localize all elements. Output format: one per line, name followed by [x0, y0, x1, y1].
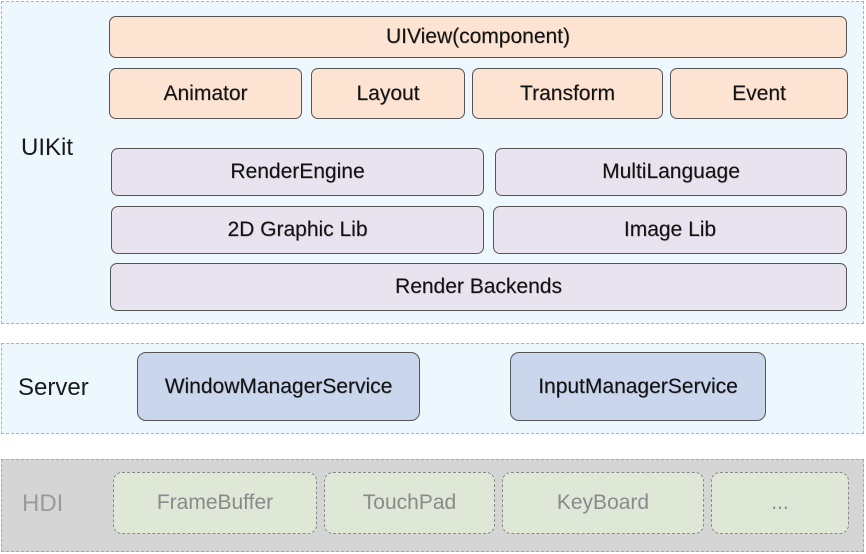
event-box: Event	[670, 68, 848, 119]
image-lib-box: Image Lib	[493, 206, 847, 254]
window-manager-service-box: WindowManagerService	[137, 352, 420, 421]
keyboard-box: KeyBoard	[502, 472, 704, 534]
server-label: Server	[18, 374, 89, 401]
more-box: ...	[711, 472, 849, 534]
hdi-label: HDI	[22, 490, 64, 517]
graphic-lib-box: 2D Graphic Lib	[111, 206, 484, 254]
render-backends-box: Render Backends	[110, 263, 847, 311]
uiview-component-box: UIView(component)	[109, 16, 847, 58]
transform-box: Transform	[472, 68, 663, 119]
layout-box: Layout	[311, 68, 465, 119]
animator-box: Animator	[109, 68, 302, 119]
input-manager-service-box: InputManagerService	[510, 352, 766, 421]
framebuffer-box: FrameBuffer	[113, 472, 317, 534]
uikit-label: UIKit	[21, 134, 74, 161]
render-engine-box: RenderEngine	[111, 148, 484, 196]
multi-language-box: MultiLanguage	[495, 148, 847, 196]
touchpad-box: TouchPad	[324, 472, 495, 534]
